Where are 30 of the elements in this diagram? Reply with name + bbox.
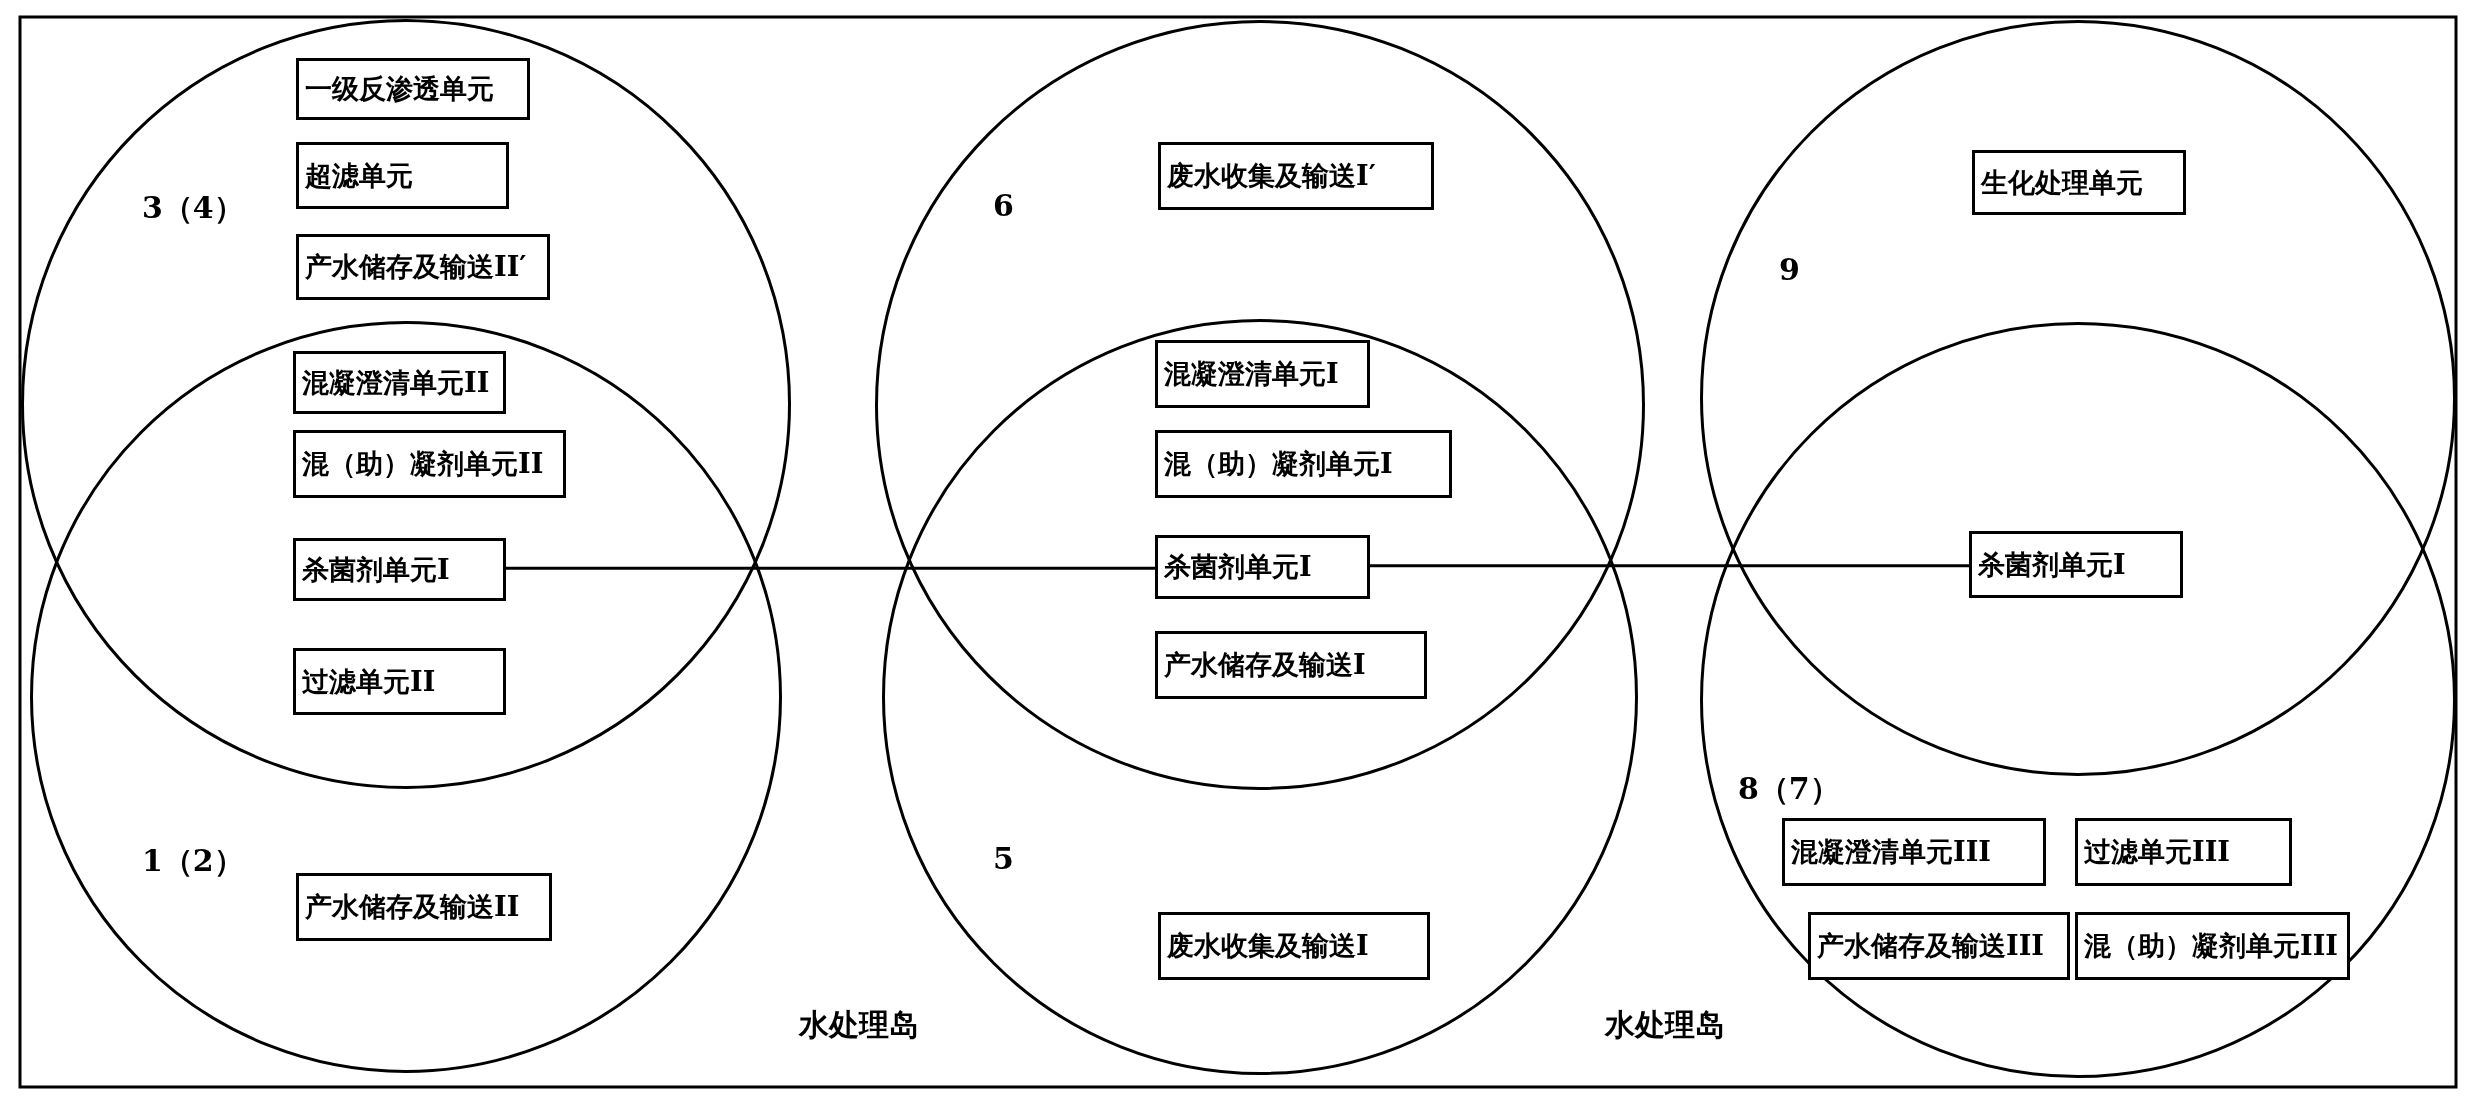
unit-box: 产水储存及输送I bbox=[1155, 631, 1427, 699]
unit-box: 混凝澄清单元III bbox=[1782, 818, 2046, 886]
unit-box: 杀菌剂单元I bbox=[1155, 535, 1370, 599]
connector-line bbox=[506, 566, 1155, 570]
area-label: 水处理岛 bbox=[799, 1006, 919, 1044]
unit-box: 超滤单元 bbox=[296, 142, 509, 209]
unit-box: 废水收集及输送I bbox=[1158, 912, 1430, 980]
unit-box: 混（助）凝剂单元III bbox=[2075, 912, 2350, 980]
unit-box: 废水收集及输送I′ bbox=[1158, 142, 1434, 210]
unit-box: 产水储存及输送II′ bbox=[296, 234, 550, 300]
unit-box: 产水储存及输送III bbox=[1808, 912, 2070, 980]
zone-number: 8（7） bbox=[1738, 770, 1840, 808]
unit-box: 过滤单元III bbox=[2075, 818, 2292, 886]
zone-number: 3（4） bbox=[142, 189, 244, 227]
area-label: 水处理岛 bbox=[1605, 1006, 1725, 1044]
connector-line bbox=[1370, 564, 1969, 568]
unit-box: 杀菌剂单元I bbox=[1969, 531, 2183, 598]
unit-box: 混凝澄清单元I bbox=[1155, 340, 1370, 408]
zone-number: 9 bbox=[1779, 252, 1800, 287]
unit-box: 过滤单元II bbox=[293, 648, 506, 715]
zone-number: 6 bbox=[993, 188, 1014, 223]
unit-box: 混（助）凝剂单元I bbox=[1155, 430, 1452, 498]
unit-box: 产水储存及输送II bbox=[296, 873, 552, 941]
zone-number: 5 bbox=[993, 841, 1014, 876]
unit-box: 生化处理单元 bbox=[1972, 150, 2186, 215]
unit-box: 一级反渗透单元 bbox=[296, 58, 530, 120]
unit-box: 杀菌剂单元I bbox=[293, 538, 506, 601]
zone-number: 1（2） bbox=[142, 842, 244, 880]
unit-box: 混凝澄清单元II bbox=[293, 351, 506, 414]
unit-box: 混（助）凝剂单元II bbox=[293, 430, 566, 498]
